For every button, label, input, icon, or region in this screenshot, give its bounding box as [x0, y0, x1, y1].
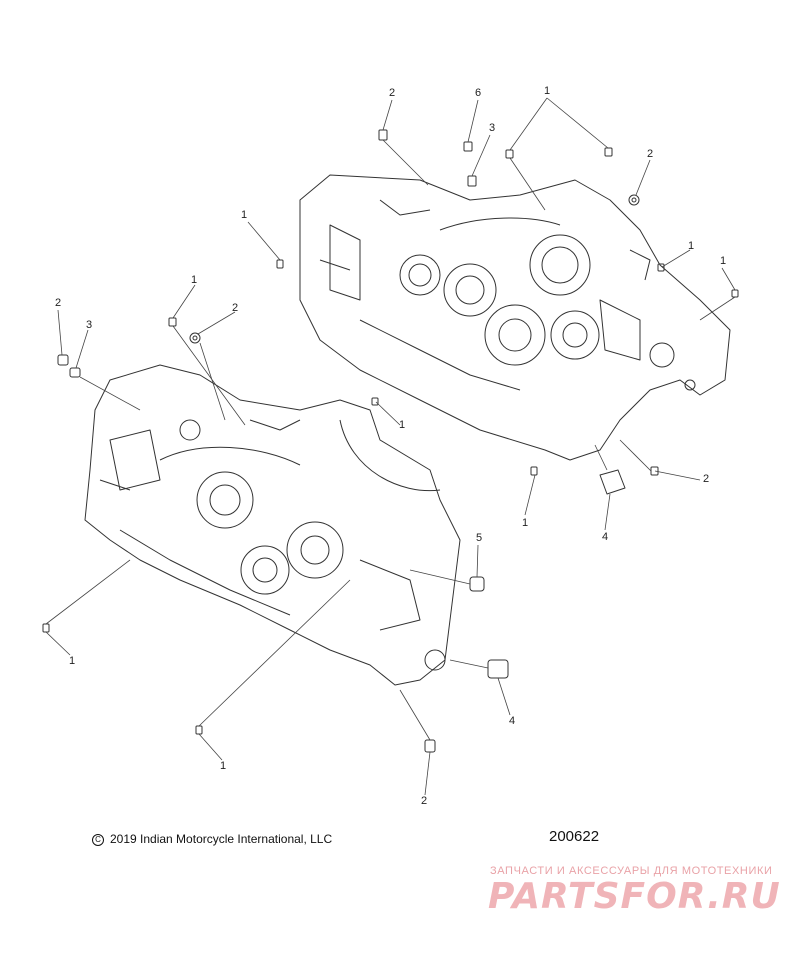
callout-label: 1	[522, 517, 528, 529]
callout-label: 3	[489, 122, 495, 134]
callout-label: 1	[720, 255, 726, 267]
callout-label: 4	[602, 531, 608, 543]
figure-number: 200622	[549, 828, 600, 845]
callout-label: 2	[55, 297, 61, 309]
crankcase-left-half	[84, 364, 461, 686]
callout-label: 1	[241, 209, 247, 221]
callout-label: 2	[232, 302, 238, 314]
leader-lines	[45, 97, 736, 796]
callout-label: 2	[421, 795, 427, 807]
callout-label: 1	[69, 655, 75, 667]
crankcase-right-half	[299, 174, 731, 461]
callout-label: 2	[647, 148, 653, 160]
callout-label: 6	[475, 87, 481, 99]
callout-label: 2	[703, 473, 709, 485]
callout-label: 1	[688, 240, 694, 252]
copyright-symbol: C	[92, 834, 104, 846]
callout-labels: 2 6 3 1 2 1 1 1 2 3 2 1 1 2 1 4 5 1 4 1 …	[55, 85, 726, 807]
watermark-logo: PARTSFOR.RU	[488, 876, 781, 917]
callout-label: 1	[544, 85, 550, 97]
copyright-notice: C 2019 Indian Motorcycle International, L…	[92, 832, 332, 846]
callout-label: 3	[86, 319, 92, 331]
copyright-text: 2019 Indian Motorcycle International, LL…	[110, 832, 333, 846]
watermark-caption: ЗАПЧАСТИ И АКСЕССУАРЫ ДЛЯ МОТОТЕХНИКИ	[490, 865, 773, 877]
callout-label: 1	[191, 274, 197, 286]
callout-label: 5	[476, 532, 482, 544]
callout-label: 4	[509, 715, 515, 727]
callout-label: 1	[220, 760, 226, 772]
callout-label: 2	[389, 87, 395, 99]
callout-label: 1	[399, 419, 405, 431]
